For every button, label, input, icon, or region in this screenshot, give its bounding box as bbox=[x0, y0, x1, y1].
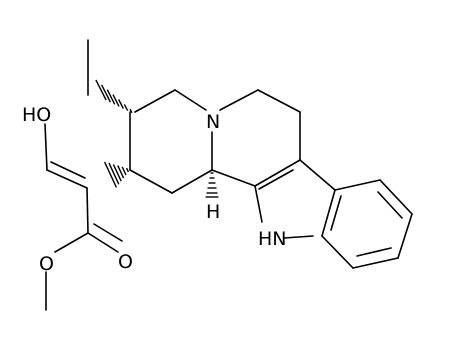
bond-c5-c6 bbox=[257, 89, 301, 113]
bond-n4-c5 bbox=[219, 89, 259, 111]
hashed-wedge-c3-h bbox=[205, 172, 219, 198]
ring-nitrogen-label: N bbox=[206, 111, 220, 133]
carbonyl-oxygen-label: O bbox=[118, 251, 133, 273]
bond-c7-c2 bbox=[254, 159, 301, 187]
indole-nh-label: HN bbox=[258, 228, 287, 250]
bond-c20-c21 bbox=[134, 89, 176, 113]
bond-c2-n1 bbox=[254, 185, 263, 223]
bond-c21-n4 bbox=[174, 89, 207, 111]
bond-c13-c8-double bbox=[330, 195, 342, 231]
bond-c17-oh bbox=[44, 123, 48, 171]
bond-c7-c2-double bbox=[258, 169, 294, 190]
bond-c11-c12-double bbox=[356, 247, 392, 257]
bond-c9-c10 bbox=[379, 179, 413, 215]
bond-c22-carbonyl bbox=[87, 232, 119, 253]
bond-c10-c11 bbox=[397, 213, 413, 259]
bond-c13-c8 bbox=[321, 189, 336, 237]
bond-c12-c13 bbox=[321, 235, 354, 269]
bond-c8-c9 bbox=[334, 179, 381, 191]
hydroxyl-label: HO bbox=[22, 104, 51, 126]
hashed-wedge-c15 bbox=[103, 161, 130, 188]
bond-c11-c12 bbox=[352, 257, 399, 269]
bond-c22-oester bbox=[54, 232, 89, 253]
stereo-hydrogen-label: H bbox=[206, 201, 220, 223]
bond-c7-c8 bbox=[299, 159, 336, 191]
bond-c16-c17-double-inner bbox=[50, 161, 86, 179]
bond-n1-c13 bbox=[283, 235, 314, 239]
hashed-wedge-ethyl bbox=[95, 79, 133, 114]
bond-c16-c22 bbox=[86, 187, 89, 234]
bond-c9-c10-double bbox=[377, 191, 403, 219]
atom-labels: HO N H HN O O bbox=[22, 104, 287, 275]
bond-lines bbox=[44, 39, 413, 311]
bond-c16-c17-double bbox=[46, 169, 88, 189]
bond-c2-c3 bbox=[211, 169, 256, 187]
bond-c22-carbonyl-double bbox=[93, 223, 123, 242]
bond-c14-c15 bbox=[129, 169, 173, 194]
ester-oxygen-label: O bbox=[39, 253, 54, 275]
bond-c3-c14 bbox=[171, 169, 213, 194]
